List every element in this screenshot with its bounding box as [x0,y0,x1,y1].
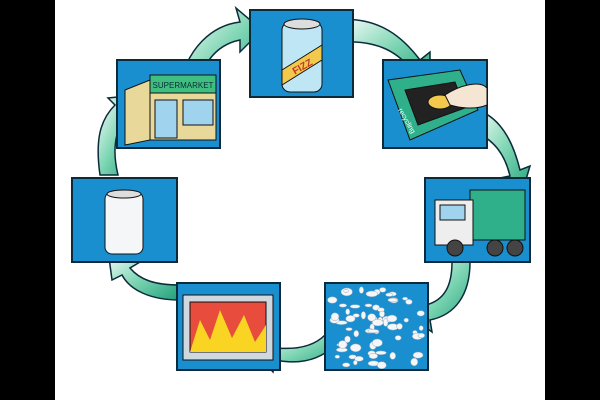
aluminium-flake [327,296,338,304]
aluminium-flake [365,290,378,298]
aluminium-flake [358,286,364,294]
aluminium-flake [330,312,340,322]
aluminium-flake [375,350,387,355]
aluminium-flake [376,361,387,370]
aluminium-flake [396,323,403,330]
aluminium-flake [377,307,385,313]
aluminium-flake [364,303,373,308]
aluminium-flake [360,311,366,320]
aluminium-flake [349,304,361,309]
aluminium-flake [345,327,353,331]
aluminium-flake [389,352,396,360]
aluminium-flake [371,338,383,347]
aluminium-flake [353,330,360,338]
recycling-truck-icon [434,189,526,257]
aluminium-flake [385,292,394,297]
aluminium-flake [386,314,398,323]
aluminium-flake [410,357,419,367]
aluminium-flake [354,356,364,362]
aluminium-flake [412,351,424,359]
svg-text:SUPERMARKET: SUPERMARKET [153,81,214,90]
aluminium-flake [394,335,402,341]
recycling-cycle-diagram: SUPERMARKET FIZZ recycling [55,0,545,400]
aluminium-flake [338,340,348,349]
aluminium-flake [387,297,398,303]
aluminium-flake [345,315,356,323]
aluminium-flake [342,362,351,368]
shredded-aluminium-icon [327,286,425,370]
aluminium-flake [417,332,425,339]
aluminium-flake [367,313,377,322]
aluminium-flake [334,354,340,359]
aluminium-flake [402,296,409,301]
new-can-icon [104,189,144,255]
aluminium-flake [343,289,349,293]
aluminium-flake [379,287,387,293]
aluminium-flake [403,317,409,323]
aluminium-flake [368,353,378,359]
aluminium-flake [367,329,380,334]
aluminium-flake [418,325,424,331]
aluminium-flake [344,335,351,343]
aluminium-flake [345,308,351,315]
aluminium-flake [352,313,360,318]
aluminium-flake [371,319,384,327]
supermarket-icon: SUPERMARKET [124,74,217,146]
fizz-can-icon: FIZZ [281,18,323,93]
furnace-icon [182,294,274,361]
aluminium-flake [405,299,413,305]
aluminium-flake [350,343,362,352]
aluminium-flake [416,310,425,317]
aluminium-flake [338,303,347,308]
